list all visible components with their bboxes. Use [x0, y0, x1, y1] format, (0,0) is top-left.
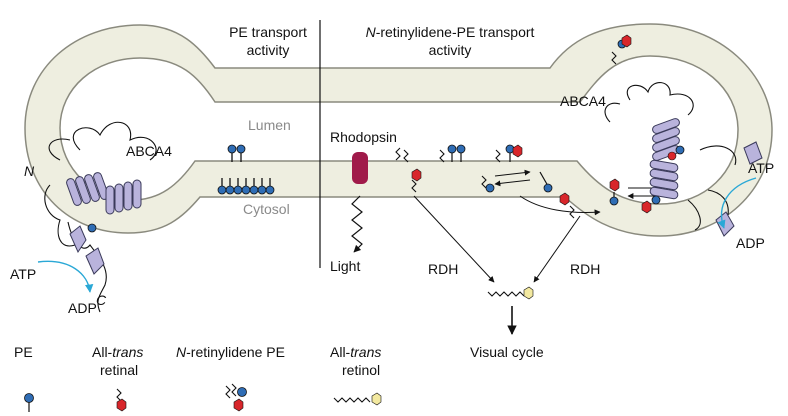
legend: PE All-trans retinal N-retinylidene PE A… [14, 344, 381, 412]
atp-right-label: ATP [748, 160, 774, 176]
adp-right-label: ADP [736, 235, 765, 251]
legend-retinal-italic: trans [112, 344, 143, 360]
rdh-left-label: RDH [428, 261, 458, 277]
atp-left-label: ATP [10, 266, 36, 282]
nret-pe-lumen-3 [495, 144, 523, 163]
legend-nret-pe-label: N-retinylidene PE [176, 344, 285, 360]
all-trans-retinol-product [487, 286, 534, 300]
legend-retinol-icon [333, 392, 382, 406]
nret-pe-cytosol-4 [641, 195, 661, 214]
all-trans-retinal-free [411, 168, 422, 193]
legend-retinal-icon [116, 388, 127, 412]
rhodopsin-label: Rhodopsin [330, 129, 397, 145]
nret-prefix: N [366, 24, 377, 40]
abca4-right-label: ABCA4 [560, 93, 606, 109]
nret-pe-cytosol-3 [609, 178, 620, 206]
lumen-label: Lumen [248, 117, 291, 133]
legend-pe-icon [24, 393, 34, 412]
nret-transport-header-line1: N-retinylidene-PE transport [366, 24, 535, 40]
legend-pe-label: PE [14, 344, 33, 360]
legend-nret-rest: -retinylidene PE [186, 344, 285, 360]
adp-left-label: ADP [68, 300, 97, 316]
legend-nret-pe-icon [225, 383, 247, 412]
abca4-left [44, 121, 157, 313]
abca4-right [604, 82, 763, 237]
legend-retinol-line2: retinol [342, 362, 380, 378]
nret-pe-top-right [611, 34, 632, 65]
n-terminus-label: N [24, 163, 35, 179]
legend-retinol-prefix: All- [330, 344, 351, 360]
atp-arrow-right [717, 177, 757, 229]
pe-pair-lumen [227, 144, 246, 162]
legend-nret-prefix: N [176, 344, 187, 360]
light-label: Light [330, 258, 360, 274]
rdh-arrow-left [413, 195, 495, 283]
light-zigzag [351, 195, 363, 253]
abca4-left-label: ABCA4 [126, 143, 172, 159]
rdh-arrow-right [533, 215, 581, 283]
pe-transport-header-line2: activity [247, 42, 290, 58]
nret-transport-header-line2: activity [429, 42, 472, 58]
rdh-right-label: RDH [570, 261, 600, 277]
nret-pe-cytosol-1 [481, 175, 495, 193]
rhodopsin-shape [352, 152, 368, 184]
nret-pe-cytosol-2 [539, 171, 553, 193]
flow-arrow-down [519, 195, 601, 216]
pe-transport-header-line1: PE transport [229, 24, 307, 40]
visual-cycle-label: Visual cycle [470, 344, 544, 360]
exchange-arrow-1b [494, 179, 531, 187]
nret-pe-lumen-2 [439, 144, 466, 163]
legend-retinal-prefix: All- [92, 344, 113, 360]
atp-arrow-left [37, 260, 94, 293]
legend-retinal-line2: retinal [100, 362, 138, 378]
exchange-arrow-1a [494, 169, 531, 177]
c-terminus-label: C [96, 292, 107, 308]
disc-membrane [24, 23, 773, 237]
pe-row-cytosol [217, 178, 275, 195]
legend-retinol-line1: All-trans [330, 344, 381, 360]
nret-rest: -retinylidene-PE transport [376, 24, 535, 40]
legend-retinol-italic: trans [350, 344, 381, 360]
nret-pe-lumen-1 [395, 147, 409, 163]
retinal-cytosol-1 [559, 192, 575, 219]
cytosol-label: Cytosol [243, 201, 290, 217]
legend-retinal-line1: All-trans [92, 344, 143, 360]
